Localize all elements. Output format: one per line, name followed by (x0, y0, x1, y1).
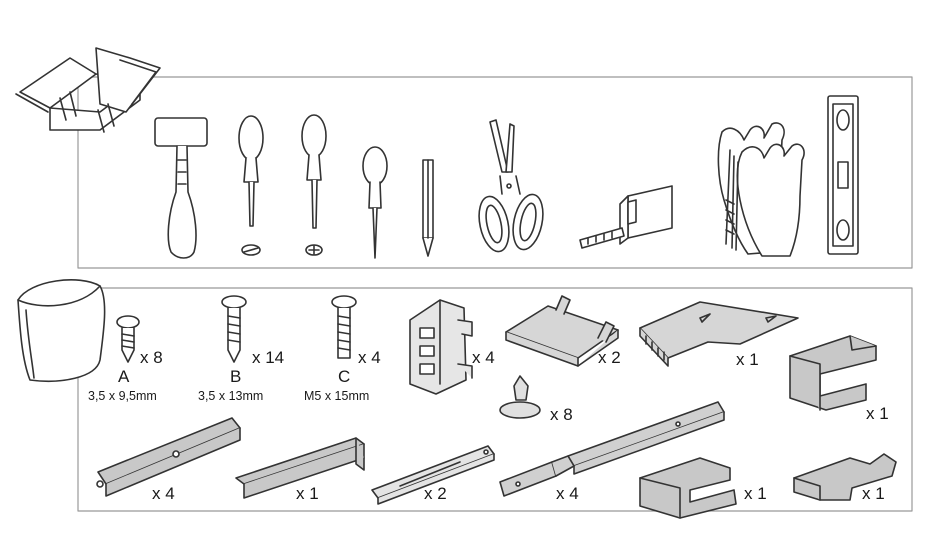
stop-block-qty: x 1 (866, 404, 889, 423)
screw-b-qty: x 14 (252, 348, 285, 367)
step-block-icon (639, 457, 737, 519)
runner-qty: x 2 (424, 484, 447, 503)
screw-a-letter: A (118, 367, 130, 386)
gloves-icon (717, 122, 805, 257)
tools-panel (77, 76, 913, 269)
screw-b-size: 3,5 x 13mm (198, 389, 264, 403)
step-block-qty: x 1 (744, 484, 767, 503)
tape-measure-icon (579, 185, 673, 249)
slide-qty: x 4 (556, 484, 579, 503)
bag-icon (17, 279, 106, 382)
screw-a-icon (116, 315, 140, 363)
screw-c-size: M5 x 15mm (304, 389, 370, 403)
clip-plate-icon (505, 295, 619, 367)
bar-angle-qty: x 1 (296, 484, 319, 503)
awl-icon (362, 146, 388, 259)
screw-c-icon (331, 295, 357, 359)
rail-long-icon (96, 417, 241, 497)
slide-icon (499, 401, 725, 497)
flat-screwdriver-icon (238, 115, 264, 256)
screw-b-icon (221, 295, 247, 363)
pencil-icon (422, 159, 434, 257)
comb-plate-qty: x 1 (736, 350, 759, 369)
plug-qty: x 8 (550, 405, 573, 424)
screw-a-qty: x 8 (140, 348, 163, 367)
stop-block-icon (789, 335, 877, 411)
hook-block-icon (793, 453, 897, 501)
spirit-level-icon (827, 95, 859, 255)
toolbox-icon (15, 47, 161, 133)
screw-b-letter: B (230, 367, 242, 386)
clip-plate-qty: x 2 (598, 348, 621, 367)
screw-c-letter: C (338, 367, 351, 386)
mallet-icon (154, 117, 208, 259)
hook-block-qty: x 1 (862, 484, 885, 503)
screw-a-size: 3,5 x 9,5mm (88, 389, 157, 403)
plug-icon (499, 375, 541, 419)
bar-angle-icon (235, 437, 365, 499)
bracket-qty: x 4 (472, 348, 495, 367)
screw-c-qty: x 4 (358, 348, 381, 367)
runner-icon (371, 445, 495, 505)
comb-plate-icon (639, 301, 799, 367)
bracket-icon (409, 299, 473, 395)
parts-panel (77, 287, 913, 512)
scissors-icon (478, 119, 544, 253)
rail-long-qty: x 4 (152, 484, 175, 503)
phillips-screwdriver-icon (301, 114, 327, 256)
